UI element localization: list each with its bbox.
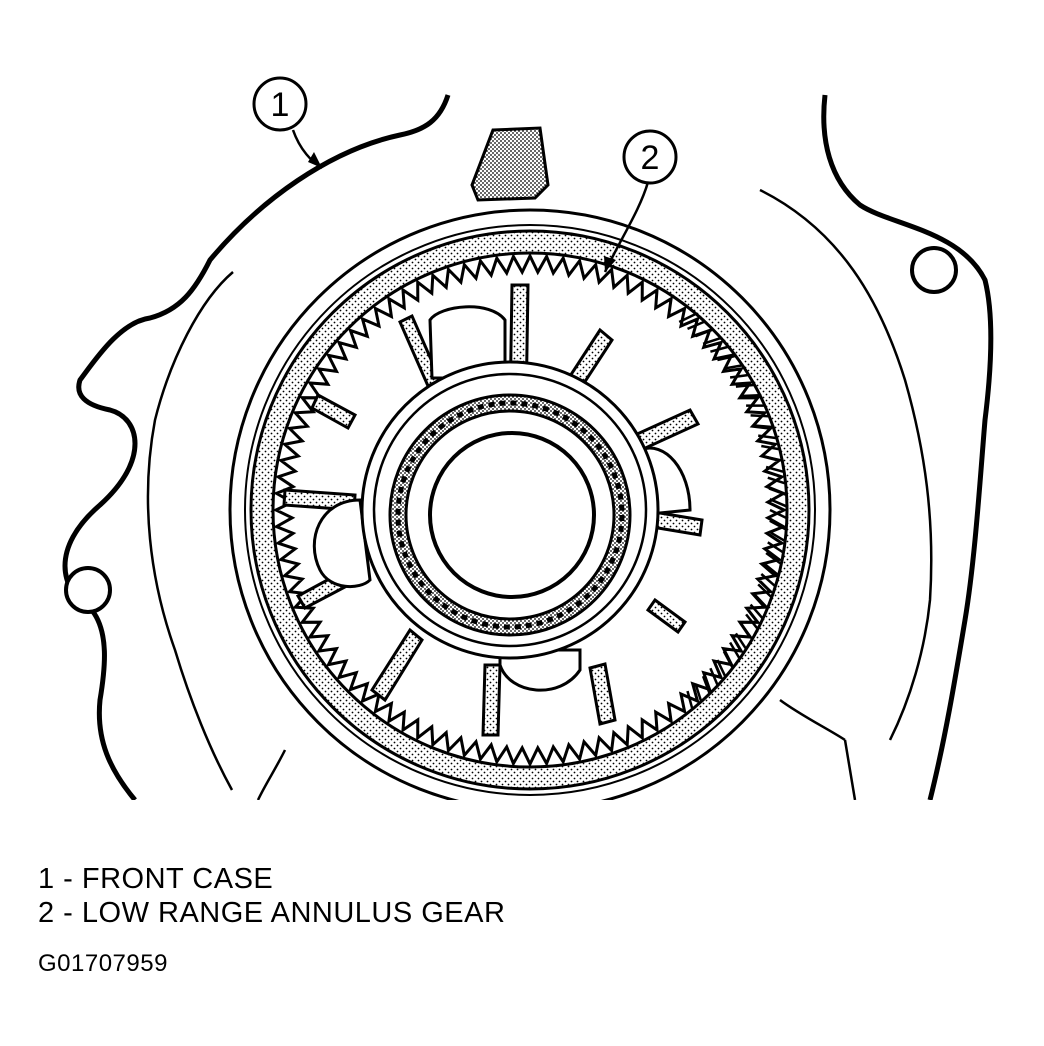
gear-tooth-shading [758, 434, 776, 440]
case-edge-lower-right [779, 698, 857, 800]
gear-tooth-shading [722, 650, 734, 668]
gear-tooth-shading [767, 476, 785, 485]
legend: 1 - FRONT CASE 2 - LOW RANGE ANNULUS GEA… [38, 862, 505, 930]
housing-ring-outer [228, 208, 832, 800]
gear-tooth-shading [767, 541, 784, 554]
gear-tooth-shading [753, 593, 768, 609]
shaft-bore [428, 431, 596, 599]
gear-tooth-shading [763, 562, 779, 576]
callout-2-arrowhead [604, 256, 616, 272]
callout-1: 1 [252, 76, 308, 132]
bearing-race-outer-edge [388, 393, 632, 637]
front-case-outline-right [821, 94, 994, 800]
transfer-case-diagram: 1 2 [62, 76, 994, 800]
gear-tooth-shading [678, 313, 696, 324]
gear-tooth-shading [741, 393, 759, 398]
gear-tooth-shading [694, 683, 703, 701]
gear-tooth-shading [702, 337, 721, 345]
gear-tooth-shading [717, 354, 735, 362]
legend-item-annulus-gear: 2 - LOW RANGE ANNULUS GEAR [38, 897, 506, 929]
front-case-inner-left [146, 271, 234, 791]
gear-tooth-shading [734, 632, 747, 649]
callout-1-number: 1 [271, 86, 290, 124]
gear-tooth-shading [768, 487, 786, 496]
callout-2-number: 2 [641, 139, 660, 177]
gear-tooth-shading [686, 690, 694, 709]
gear-tooth-shading [709, 667, 719, 685]
gear-tooth-shading [757, 583, 772, 598]
gear-tooth-shading [729, 373, 748, 379]
gear-tooth-shading [761, 444, 779, 451]
housing-ring-mid [244, 224, 816, 796]
bearing-race-inner-edge [404, 409, 616, 621]
gear-tooth-shading [745, 613, 759, 629]
carrier-pockets [312, 305, 692, 692]
gear-tooth-shading [729, 641, 741, 659]
gear-tooth-shading [735, 383, 754, 388]
annulus-gear-teeth [272, 252, 788, 768]
gear-tooth-shading [760, 573, 776, 587]
figure-id: G01707959 [38, 950, 168, 977]
gear-tooth-shading [740, 623, 753, 640]
case-edge-lower-left [256, 749, 287, 800]
gear-tooth-shading [769, 519, 786, 531]
gear-tooth-shading [723, 364, 742, 370]
gear-tooth-shading [765, 465, 784, 473]
bolt-hole-right [910, 246, 958, 294]
annulus-gear-band [251, 231, 809, 789]
gear-tooth-shading [768, 530, 785, 542]
gear-tooth-shading [769, 508, 787, 519]
gear-tooth-shading [710, 345, 728, 353]
bolt-hole-left [64, 566, 112, 614]
gear-tooth-shading [750, 414, 769, 418]
gear-tooth-profile [272, 252, 788, 768]
gear-tooth-shading [695, 328, 713, 338]
annulus-gear-band-outer-edge [249, 229, 811, 791]
front-case-outline-left [62, 94, 451, 800]
gear-tooth-shading [765, 551, 782, 565]
gear-tooth-shading [749, 603, 764, 619]
case-boss-top [470, 126, 550, 202]
gear-tooth-shading [687, 320, 705, 331]
legend-item-front-case: 1 - FRONT CASE [38, 863, 274, 895]
gear-tooth-shading [763, 455, 782, 462]
callout-2: 2 [622, 129, 678, 185]
gear-tooth-shading [754, 424, 773, 429]
hub-mid [372, 372, 648, 648]
gear-tooth-shading [769, 498, 787, 508]
front-case-inner-right [759, 188, 933, 741]
bearing-rollers [395, 400, 625, 630]
callout-1-arrowhead [308, 152, 322, 168]
gear-tooth-shading [716, 659, 727, 677]
gear-tooth-shading [701, 675, 711, 694]
